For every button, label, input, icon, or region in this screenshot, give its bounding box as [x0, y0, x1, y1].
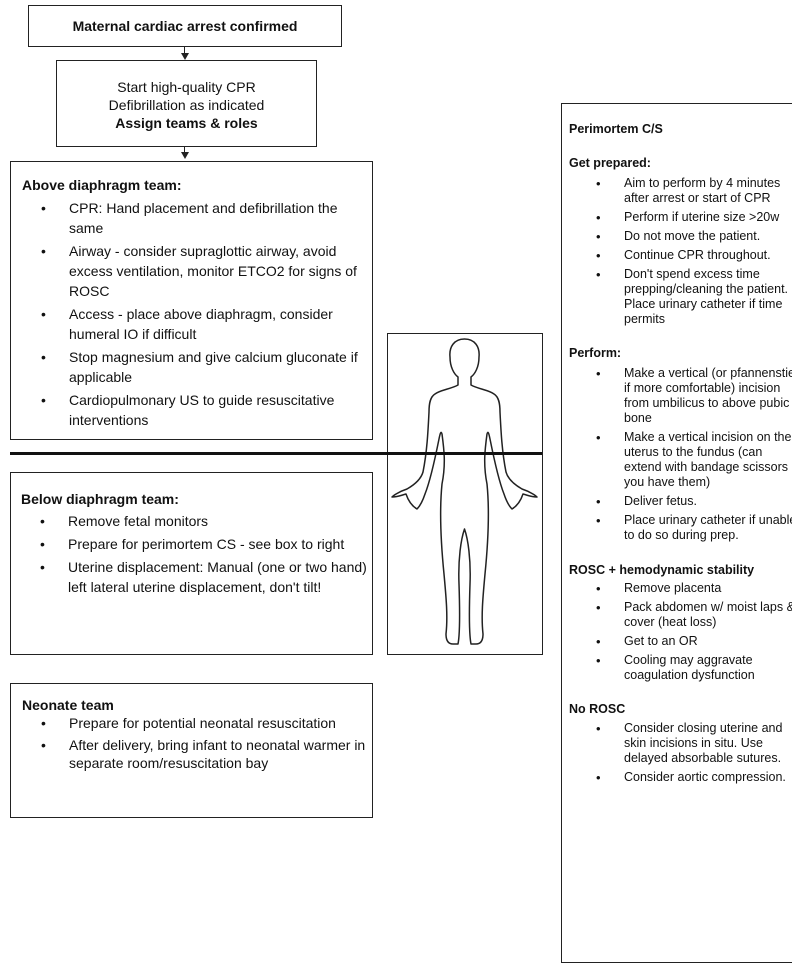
arrowhead-2	[181, 152, 189, 159]
neonate-team-box: Neonate team Prepare for potential neona…	[10, 683, 373, 818]
list-item: CPR: Hand placement and defibrillation t…	[22, 198, 372, 238]
list-item: Don't spend excess time prepping/cleanin…	[569, 267, 792, 327]
list-item: Continue CPR throughout.	[569, 248, 792, 263]
list-item: Cooling may aggravate coagulation dysfun…	[569, 653, 792, 683]
step-arrest-confirmed: Maternal cardiac arrest confirmed	[28, 5, 342, 47]
list-item: Remove placenta	[569, 581, 792, 596]
list-item: Prepare for perimortem CS - see box to r…	[21, 534, 372, 554]
diaphragm-line	[10, 452, 542, 455]
list-item: Access - place above diaphragm, consider…	[22, 304, 372, 344]
list-item: Make a vertical incision on the uterus t…	[569, 430, 792, 490]
above-diaphragm-team-title: Above diaphragm team:	[22, 177, 182, 193]
section-list: Make a vertical (or pfannenstiel if more…	[569, 366, 792, 543]
list-item: Prepare for potential neonatal resuscita…	[22, 714, 372, 732]
list-item: Airway - consider supraglottic airway, a…	[22, 241, 372, 301]
list-item: Pack abdomen w/ moist laps & cover (heat…	[569, 600, 792, 630]
section-perform: Perform: Make a vertical (or pfannenstie…	[569, 345, 792, 543]
list-item: Consider closing uterine and skin incisi…	[569, 721, 792, 766]
step-assign-teams: Assign teams & roles	[115, 115, 258, 131]
section-list: Consider closing uterine and skin incisi…	[569, 721, 792, 785]
arrowhead-1	[181, 53, 189, 60]
list-item: Cardiopulmonary US to guide resuscitativ…	[22, 390, 372, 430]
section-rosc: ROSC + hemodynamic stability Remove plac…	[569, 562, 792, 683]
list-item: Deliver fetus.	[569, 494, 792, 509]
below-diaphragm-team-list: Remove fetal monitors Prepare for perimo…	[21, 511, 372, 597]
list-item: Get to an OR	[569, 634, 792, 649]
body-outline-figure	[387, 333, 543, 655]
neonate-team-list: Prepare for potential neonatal resuscita…	[22, 714, 372, 772]
list-item: Uterine displacement: Manual (one or two…	[21, 557, 372, 597]
section-heading: ROSC + hemodynamic stability	[569, 563, 755, 577]
below-diaphragm-team-title: Below diaphragm team:	[21, 491, 179, 507]
neonate-team-title: Neonate team	[22, 697, 114, 713]
list-item: After delivery, bring infant to neonatal…	[22, 736, 372, 772]
section-get-prepared: Get prepared: Aim to perform by 4 minute…	[569, 155, 792, 327]
step-start-cpr-line-2: Defibrillation as indicated	[108, 97, 265, 113]
list-item: Place urinary catheter if unable to do s…	[569, 513, 792, 543]
perimortem-cs-panel: Perimortem C/S Get prepared: Aim to perf…	[561, 103, 792, 963]
list-item: Do not move the patient.	[569, 229, 792, 244]
section-heading: No ROSC	[569, 702, 626, 716]
above-diaphragm-team-list: CPR: Hand placement and defibrillation t…	[22, 198, 372, 430]
list-item: Consider aortic compression.	[569, 770, 792, 785]
perimortem-cs-title: Perimortem C/S	[569, 122, 663, 136]
list-item: Remove fetal monitors	[21, 511, 372, 531]
step-arrest-confirmed-label: Maternal cardiac arrest confirmed	[72, 18, 298, 34]
section-no-rosc: No ROSC Consider closing uterine and ski…	[569, 701, 792, 785]
section-heading: Perform:	[569, 346, 622, 360]
arrow-1	[184, 47, 185, 54]
step-start-cpr-line-1: Start high-quality CPR	[117, 79, 256, 95]
section-heading: Get prepared:	[569, 156, 651, 170]
list-item: Perform if uterine size >20w	[569, 210, 792, 225]
step-start-cpr: Start high-quality CPR Defibrillation as…	[56, 60, 317, 147]
arrow-2	[184, 147, 185, 154]
list-item: Aim to perform by 4 minutes after arrest…	[569, 176, 792, 206]
human-silhouette-icon	[391, 338, 538, 645]
section-list: Remove placenta Pack abdomen w/ moist la…	[569, 581, 792, 683]
section-list: Aim to perform by 4 minutes after arrest…	[569, 176, 792, 327]
list-item: Make a vertical (or pfannenstiel if more…	[569, 366, 792, 426]
above-diaphragm-team-box: Above diaphragm team: CPR: Hand placemen…	[10, 161, 373, 440]
list-item: Stop magnesium and give calcium gluconat…	[22, 347, 372, 387]
below-diaphragm-team-box: Below diaphragm team: Remove fetal monit…	[10, 472, 373, 655]
